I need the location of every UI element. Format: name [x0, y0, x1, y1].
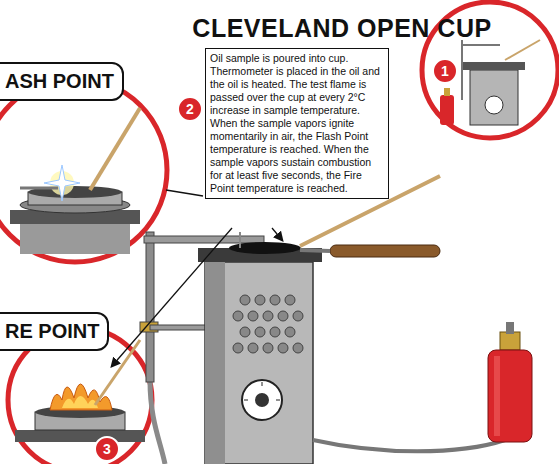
callout-number: 3: [94, 436, 120, 462]
spark: [44, 165, 80, 201]
note-box: Oil sample is poured into cup. Thermomet…: [205, 48, 389, 199]
callout-number: 2: [177, 96, 203, 122]
gas-tank: [488, 322, 532, 442]
callout-tag: RE POINT: [0, 312, 109, 351]
flash-point-inset: [0, 78, 167, 262]
diagram-title: CLEVELAND OPEN CUP: [192, 14, 491, 43]
leader-line: [112, 228, 232, 366]
leader-line: [272, 228, 282, 240]
leader-line: [166, 190, 203, 196]
callout-tag: ASH POINT: [0, 62, 124, 101]
box-text: RE POINT: [5, 320, 99, 343]
tester-apparatus: [140, 176, 505, 464]
box-text: Oil sample is poured into cup. Thermomet…: [210, 52, 384, 195]
box-text: ASH POINT: [5, 70, 114, 93]
callout-number: 1: [432, 58, 458, 84]
